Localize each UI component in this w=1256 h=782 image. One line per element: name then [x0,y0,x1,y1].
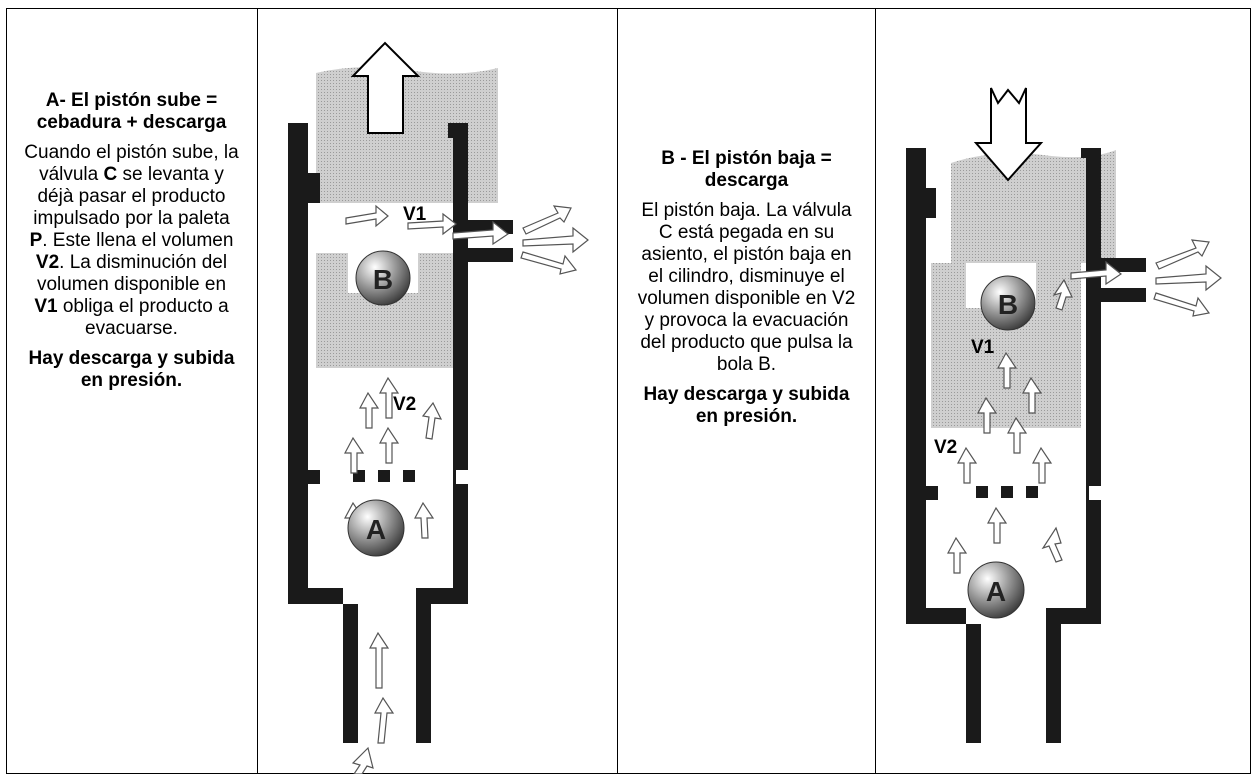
up-arrow-icon [350,41,421,134]
conclusion-a: Hay descarga y subida en presión. [28,348,235,391]
ball-a-label: A [366,514,386,545]
v1-label: V1 [403,204,427,225]
ball-a [347,499,405,557]
title-b: B - El pistón baja = descarga [661,148,832,191]
ball-a-label: A [986,576,1006,607]
v1-label: V1 [971,337,995,358]
diagram-cell-b: B A V1 V2 [875,8,1251,774]
diagram-cell-a: B A V1 V2 [257,8,617,775]
ball-b-label: B [373,264,393,295]
text-cell-b: B - El pistón baja = descarga El pistón … [617,8,875,774]
ball-b [980,275,1036,331]
body-a-emphasis: P [29,230,43,251]
body-a-text: Cuando el pistón sube, la válvula [24,142,239,185]
valve-bar [403,470,415,482]
title-a: A- El pistón sube = cebadura + descarga [36,90,227,133]
ball-a [967,561,1025,619]
cylinder-right-wall [1046,148,1146,743]
body-a: Cuando el pistón sube, la válvula C se l… [24,142,239,340]
cylinder-left-wall [906,148,981,743]
v2-label: V2 [393,394,416,415]
cylinder-left-wall [288,123,358,743]
body-a-emphasis: V2 [35,252,60,273]
conclusion-b: Hay descarga y subida en presión. [643,384,850,427]
body-a-text: se levanta y déjà pasar el producto impu… [33,164,230,229]
valve-bar [378,470,390,482]
body-a-emphasis: V1 [34,296,58,317]
valve-bar [1026,486,1038,498]
valve-bar [976,486,988,498]
table-frame [6,8,1251,774]
piston-head [951,150,1116,263]
v2-label: V2 [934,437,957,458]
piston-body [316,253,453,368]
ball-b [355,250,411,306]
body-a-text: obliga el producto a evacuarse. [57,296,229,339]
pump-diagram-b: B A V1 V2 [906,87,1222,743]
down-arrow-icon [973,87,1044,182]
piston-head [316,67,498,203]
piston-body [931,263,1081,428]
pump-diagram-a: B A V1 V2 [288,41,589,775]
body-b: El pistón baja. La válvula C está pegada… [637,200,856,375]
ball-b-label: B [998,289,1018,320]
text-cell-a: A- El pistón sube = cebadura + descarga … [6,8,257,774]
flow-arrows [947,239,1222,574]
body-a-text: . La disminución del volumen disponible … [36,252,228,295]
valve-bar [1001,486,1013,498]
body-a-emphasis: C [103,164,118,185]
cylinder-right-wall [416,123,513,743]
body-a-text: . Este llena el volumen [42,230,234,251]
